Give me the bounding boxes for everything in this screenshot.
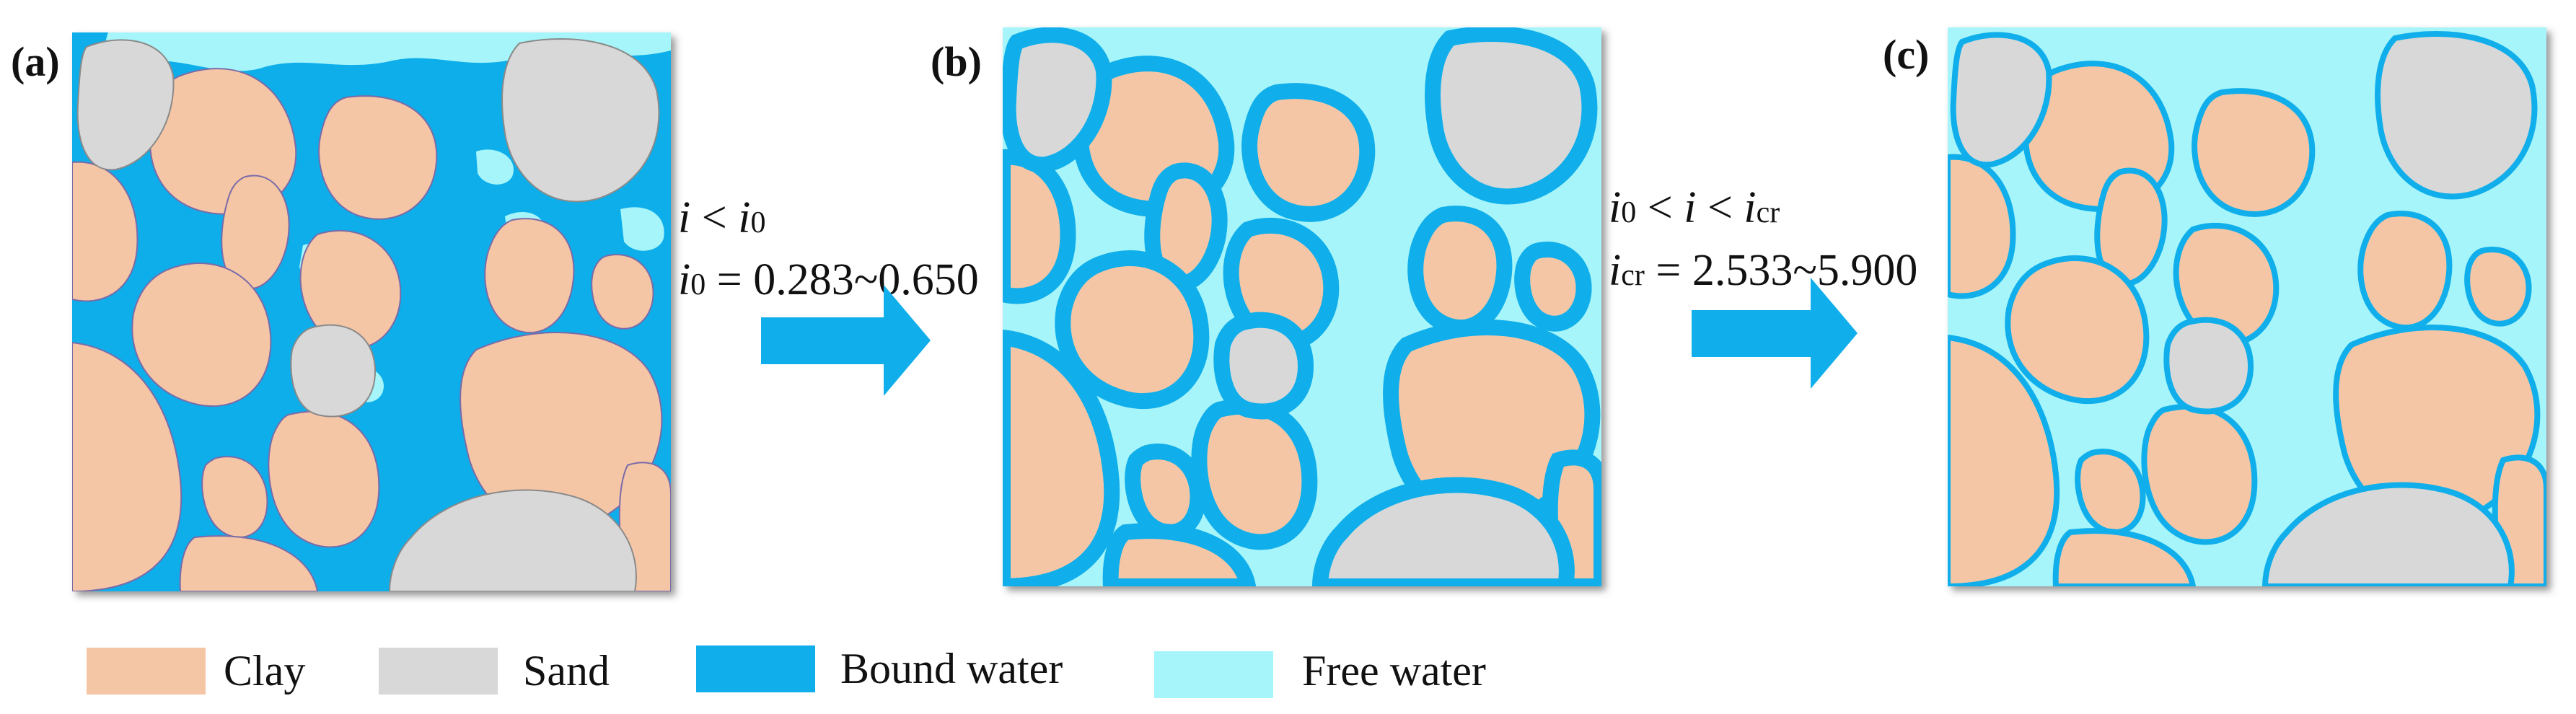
legend-label-bound-water: Bound water (840, 645, 1063, 692)
arrow-a-to-b (761, 285, 931, 396)
legend-item-free-water: Free water (1154, 647, 1486, 698)
t1-op: < (690, 193, 738, 242)
t1-l2-value: = 0.283~0.650 (705, 255, 979, 304)
transition-1-line1: i < i0 (678, 193, 765, 242)
t2-var: i (1684, 183, 1696, 232)
legend-item-sand: Sand (379, 647, 610, 695)
transition-1: i < i0 i0 = 0.283~0.650 (678, 193, 979, 396)
panel-b-label: (b) (931, 38, 982, 85)
legend-swatch-free-water (1154, 651, 1273, 698)
t2-op2: < (1696, 183, 1744, 232)
t2-l2-value: = 2.533~5.900 (1645, 246, 1918, 295)
t1-l2-sub: 0 (690, 268, 705, 301)
legend-label-free-water: Free water (1302, 647, 1486, 695)
t1-var: i (678, 193, 690, 242)
t2-sym-b: i (1744, 183, 1756, 232)
t2-l2-sub: cr (1621, 259, 1645, 292)
t2-sym-a: i (1609, 183, 1621, 232)
t1-l2-sym: i (678, 255, 690, 304)
panel-b: (b) (931, 27, 1601, 586)
panel-c: (c) (1883, 27, 2546, 586)
legend: Clay Sand Bound water Free water (87, 645, 1486, 698)
t1-sym: i (738, 193, 750, 242)
legend-swatch-sand (379, 648, 498, 695)
transition-2: i0 < i < icr icr = 2.533~5.900 (1609, 183, 1917, 389)
t2-l2-sym: i (1609, 246, 1621, 295)
legend-label-sand: Sand (523, 647, 610, 695)
panel-c-label: (c) (1883, 31, 1929, 78)
t1-sub: 0 (750, 206, 765, 239)
arrow-b-to-c (1692, 278, 1858, 389)
t2-op1: < (1636, 183, 1684, 232)
legend-item-bound-water: Bound water (696, 645, 1063, 692)
panel-a-label: (a) (11, 38, 60, 85)
panel-a: (a) (11, 32, 671, 591)
legend-swatch-bound-water (696, 645, 815, 692)
transition-2-line1: i0 < i < icr (1609, 183, 1780, 232)
legend-label-clay: Clay (224, 647, 305, 695)
transition-2-line2: icr = 2.533~5.900 (1609, 246, 1917, 295)
t2-sub-a: 0 (1621, 196, 1636, 229)
transition-1-line2: i0 = 0.283~0.650 (678, 255, 979, 304)
legend-item-clay: Clay (87, 647, 305, 695)
t2-sub-b: cr (1757, 196, 1780, 229)
panel-a-content (72, 32, 671, 591)
legend-swatch-clay (87, 648, 206, 695)
